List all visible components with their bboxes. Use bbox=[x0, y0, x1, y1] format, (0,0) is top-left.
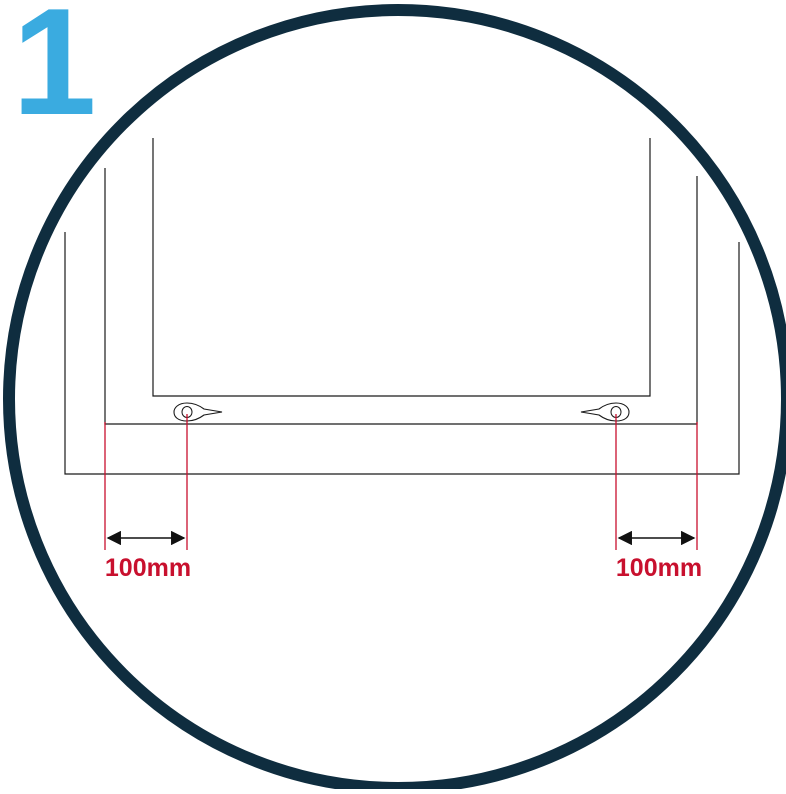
outer-frame bbox=[64, 232, 740, 475]
circle-border bbox=[3, 4, 786, 794]
clipped-content: 100mm 100mm bbox=[64, 138, 740, 582]
middle-frame bbox=[104, 168, 698, 425]
step-number: 1 bbox=[12, 0, 97, 147]
right-fixing-clip bbox=[580, 402, 630, 422]
left-fixing-clip bbox=[173, 402, 223, 422]
dimension-label-left: 100mm bbox=[105, 554, 191, 582]
dimension-label-right: 100mm bbox=[616, 554, 702, 582]
inner-panel bbox=[152, 138, 651, 397]
